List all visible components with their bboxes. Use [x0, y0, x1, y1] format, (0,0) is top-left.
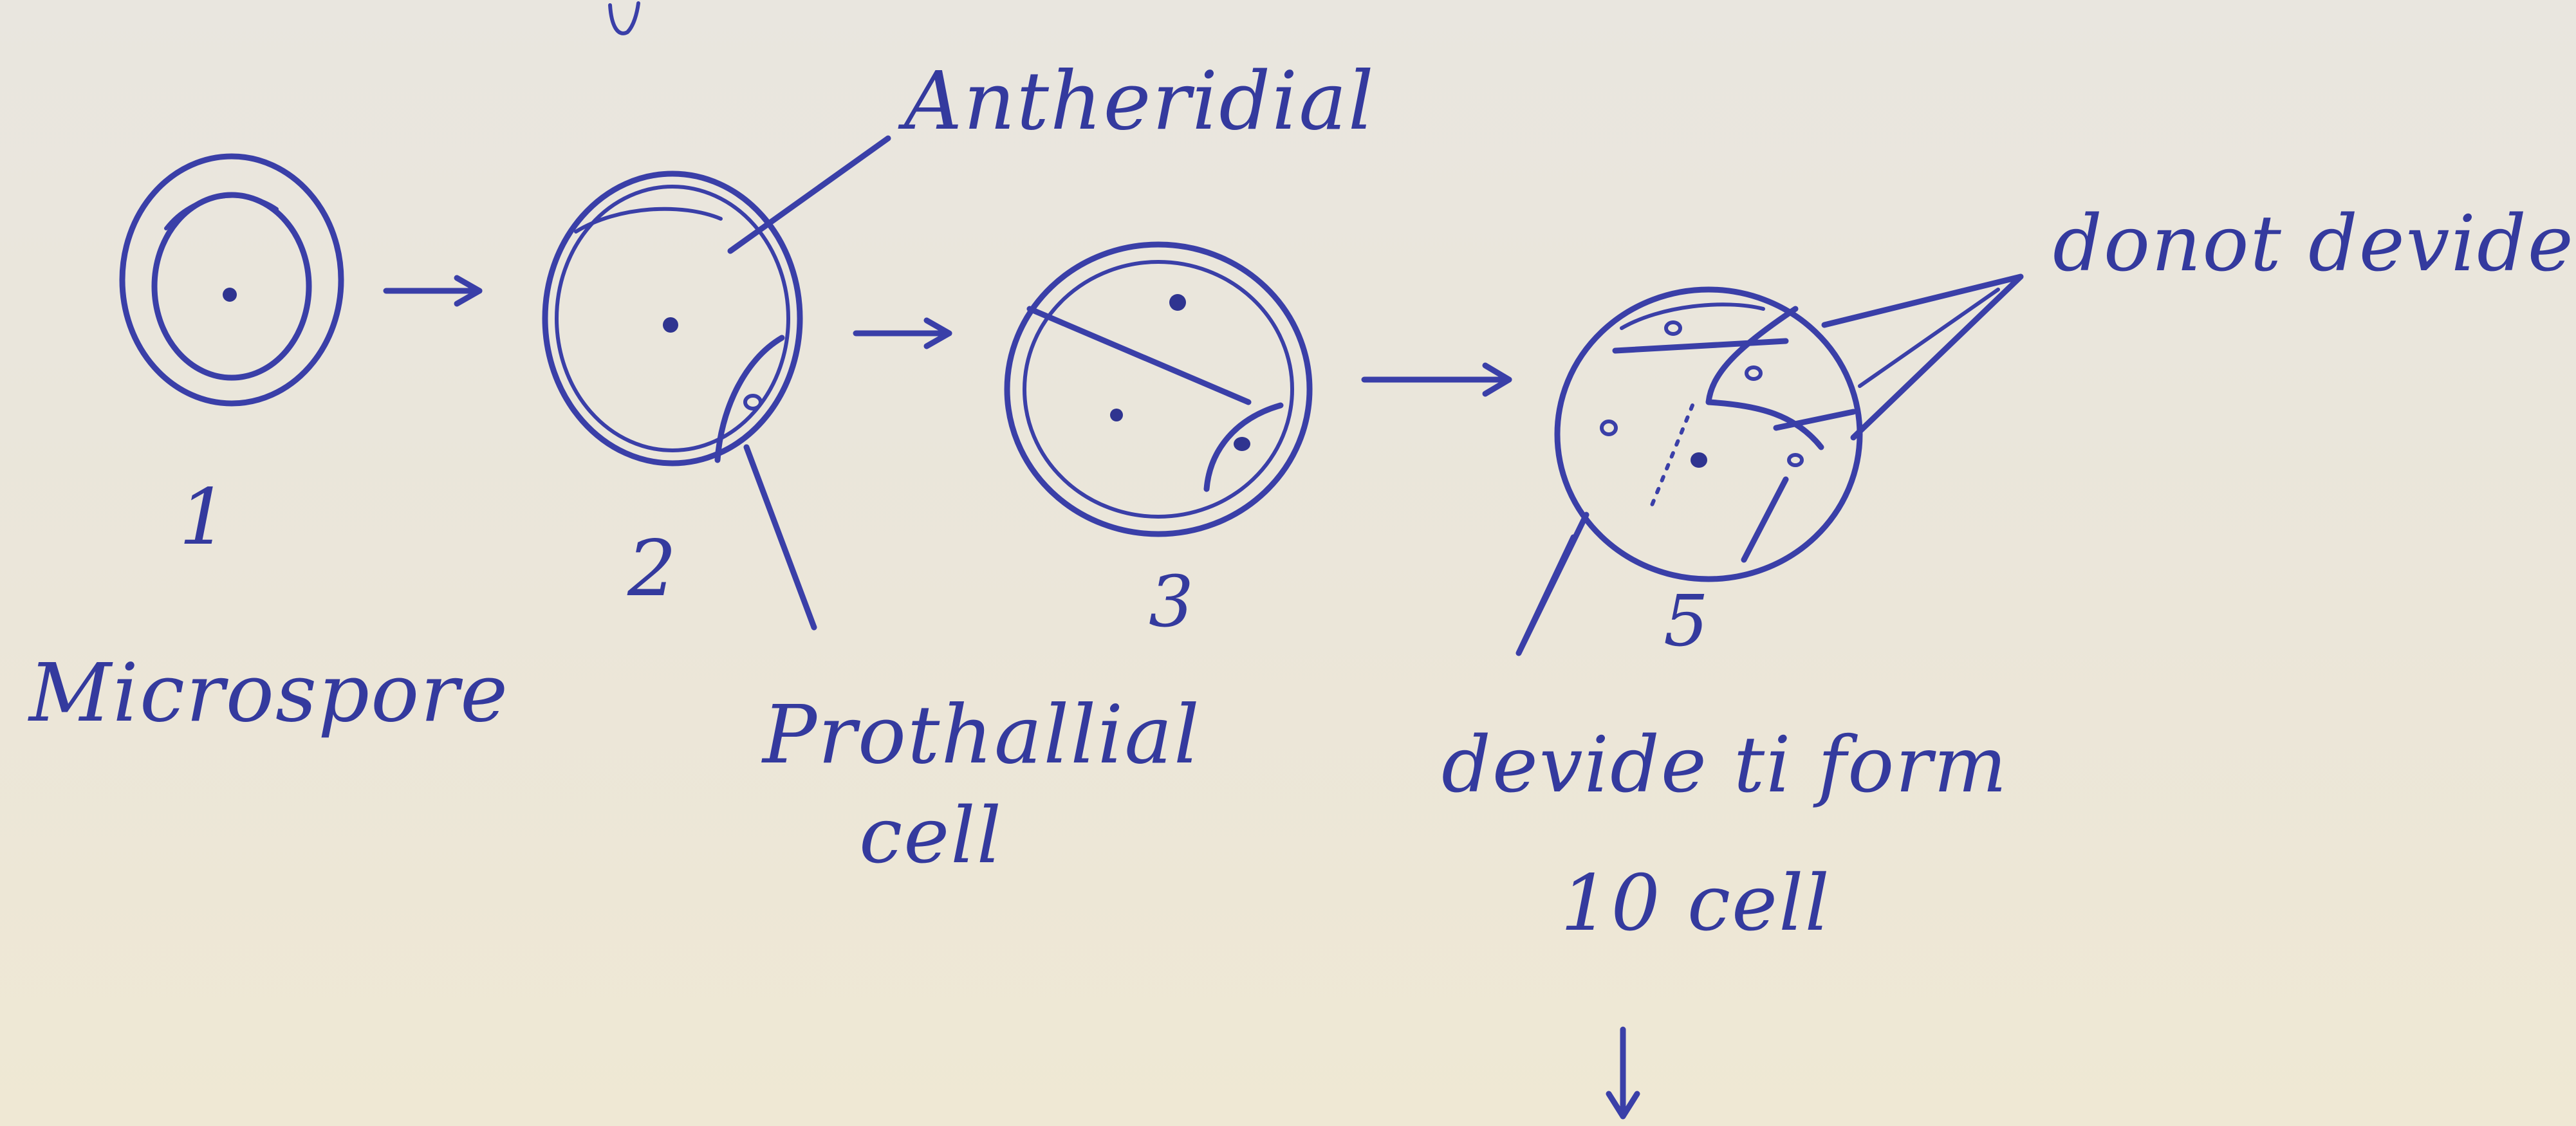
wall-dotted [1651, 405, 1692, 508]
nucleus-ring [1789, 455, 1802, 465]
nucleus-dot [1234, 437, 1250, 451]
arrow-3-to-5 [1364, 365, 1509, 394]
wall-central [1709, 309, 1821, 447]
prothallial-nucleus [745, 396, 761, 409]
nucleus-dot [1691, 452, 1707, 468]
stage-3-cell [1007, 245, 1310, 534]
top-edge-mark [610, 3, 638, 33]
stage-5-cell [1557, 290, 1860, 579]
nucleus-dot [1110, 409, 1123, 421]
divide-label-line2: 10 cell [1561, 865, 1831, 943]
stage-1-microspore-cell [122, 156, 341, 403]
divide-label-line1: devide ti form [1441, 727, 2008, 804]
nucleus-dot [663, 317, 678, 333]
stage-number-2: 2 [627, 531, 678, 608]
stage-2-cell [545, 174, 800, 463]
nucleus-dot [223, 288, 237, 302]
microspore-label: Microspore [29, 653, 509, 734]
antheridial-label: Antheridial [904, 61, 1375, 142]
nucleus-dot [1169, 294, 1186, 311]
prothallial-label-line2: cell [859, 798, 1003, 875]
prothallial-label-line1: Prothallial [763, 695, 1201, 775]
wall-right-lower [1744, 479, 1786, 560]
donot-divide-label: donot devide [2053, 206, 2575, 283]
nucleus-ring [1666, 322, 1680, 334]
antheridial-pointer [730, 138, 888, 251]
arrow-1-to-2 [386, 278, 479, 304]
arrow-2-to-3 [856, 320, 949, 346]
wall-upper [1615, 341, 1786, 351]
prothallial-pointer [746, 447, 814, 627]
stage-number-3: 3 [1149, 566, 1195, 637]
stage-number-1: 1 [179, 479, 229, 557]
stage-number-5: 5 [1663, 586, 1710, 656]
nucleus-ring [1602, 421, 1616, 434]
divide-pointer [1519, 515, 1586, 653]
down-arrow [1609, 1029, 1637, 1116]
nucleus-ring [1747, 367, 1761, 379]
